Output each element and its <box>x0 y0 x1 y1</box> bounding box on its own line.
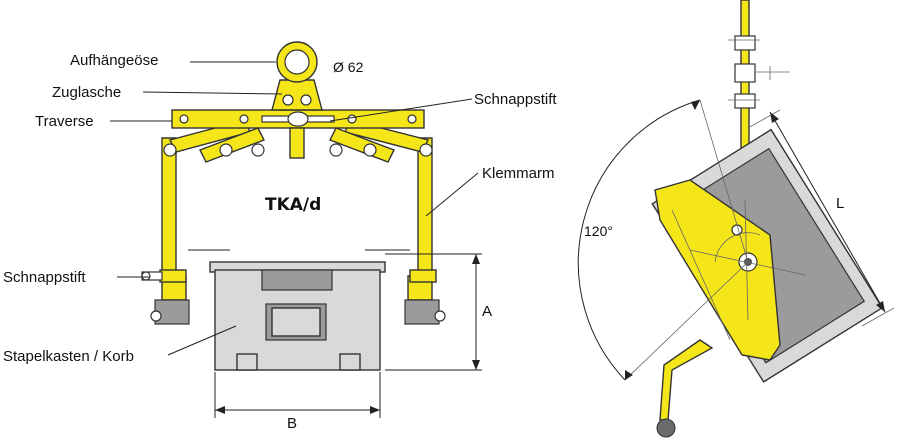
dimension-l <box>747 109 895 327</box>
handle-knob <box>656 418 676 438</box>
right-clamp-pad <box>404 299 440 325</box>
dimension-l-label: L <box>836 195 844 212</box>
top-pin-leader <box>329 98 473 122</box>
traverse-label: Traverse <box>35 113 94 130</box>
left-clamp-pad <box>154 299 190 325</box>
eye-diameter-label: Ø 62 <box>333 59 364 75</box>
pull-tab <box>271 79 323 111</box>
model-label: TKA/d <box>265 195 321 215</box>
schnappstift-top-label: Schnappstift <box>474 91 557 108</box>
side-view <box>577 0 895 438</box>
schnappstift-left-label: Schnappstift <box>3 269 86 286</box>
dimension-b-label: B <box>287 415 297 432</box>
zuglasche-label: Zuglasche <box>52 84 121 101</box>
lifting-eye <box>276 41 318 83</box>
aufhaengeoese-label: Aufhängeöse <box>70 52 158 69</box>
right-snap-pin[interactable] <box>409 269 437 283</box>
center-post <box>289 127 305 159</box>
dimension-a-label: A <box>482 303 492 320</box>
box-leader <box>167 325 237 356</box>
arm-leader <box>425 172 479 217</box>
side-clamp-plate <box>654 179 781 361</box>
angle-arc <box>577 99 701 381</box>
tab-leader <box>142 91 283 95</box>
dimension-b <box>214 372 381 418</box>
stapelkasten-label: Stapelkasten / Korb <box>3 348 134 365</box>
angle-label: 120° <box>584 223 613 239</box>
side-handle <box>659 339 714 421</box>
front-view <box>110 41 482 418</box>
left-snap-pin[interactable] <box>141 269 187 283</box>
klemmarm-label: Klemmarm <box>482 165 555 182</box>
top-snap-pin[interactable] <box>261 111 335 127</box>
dimension-a <box>385 253 482 371</box>
stacking-box <box>209 261 386 371</box>
